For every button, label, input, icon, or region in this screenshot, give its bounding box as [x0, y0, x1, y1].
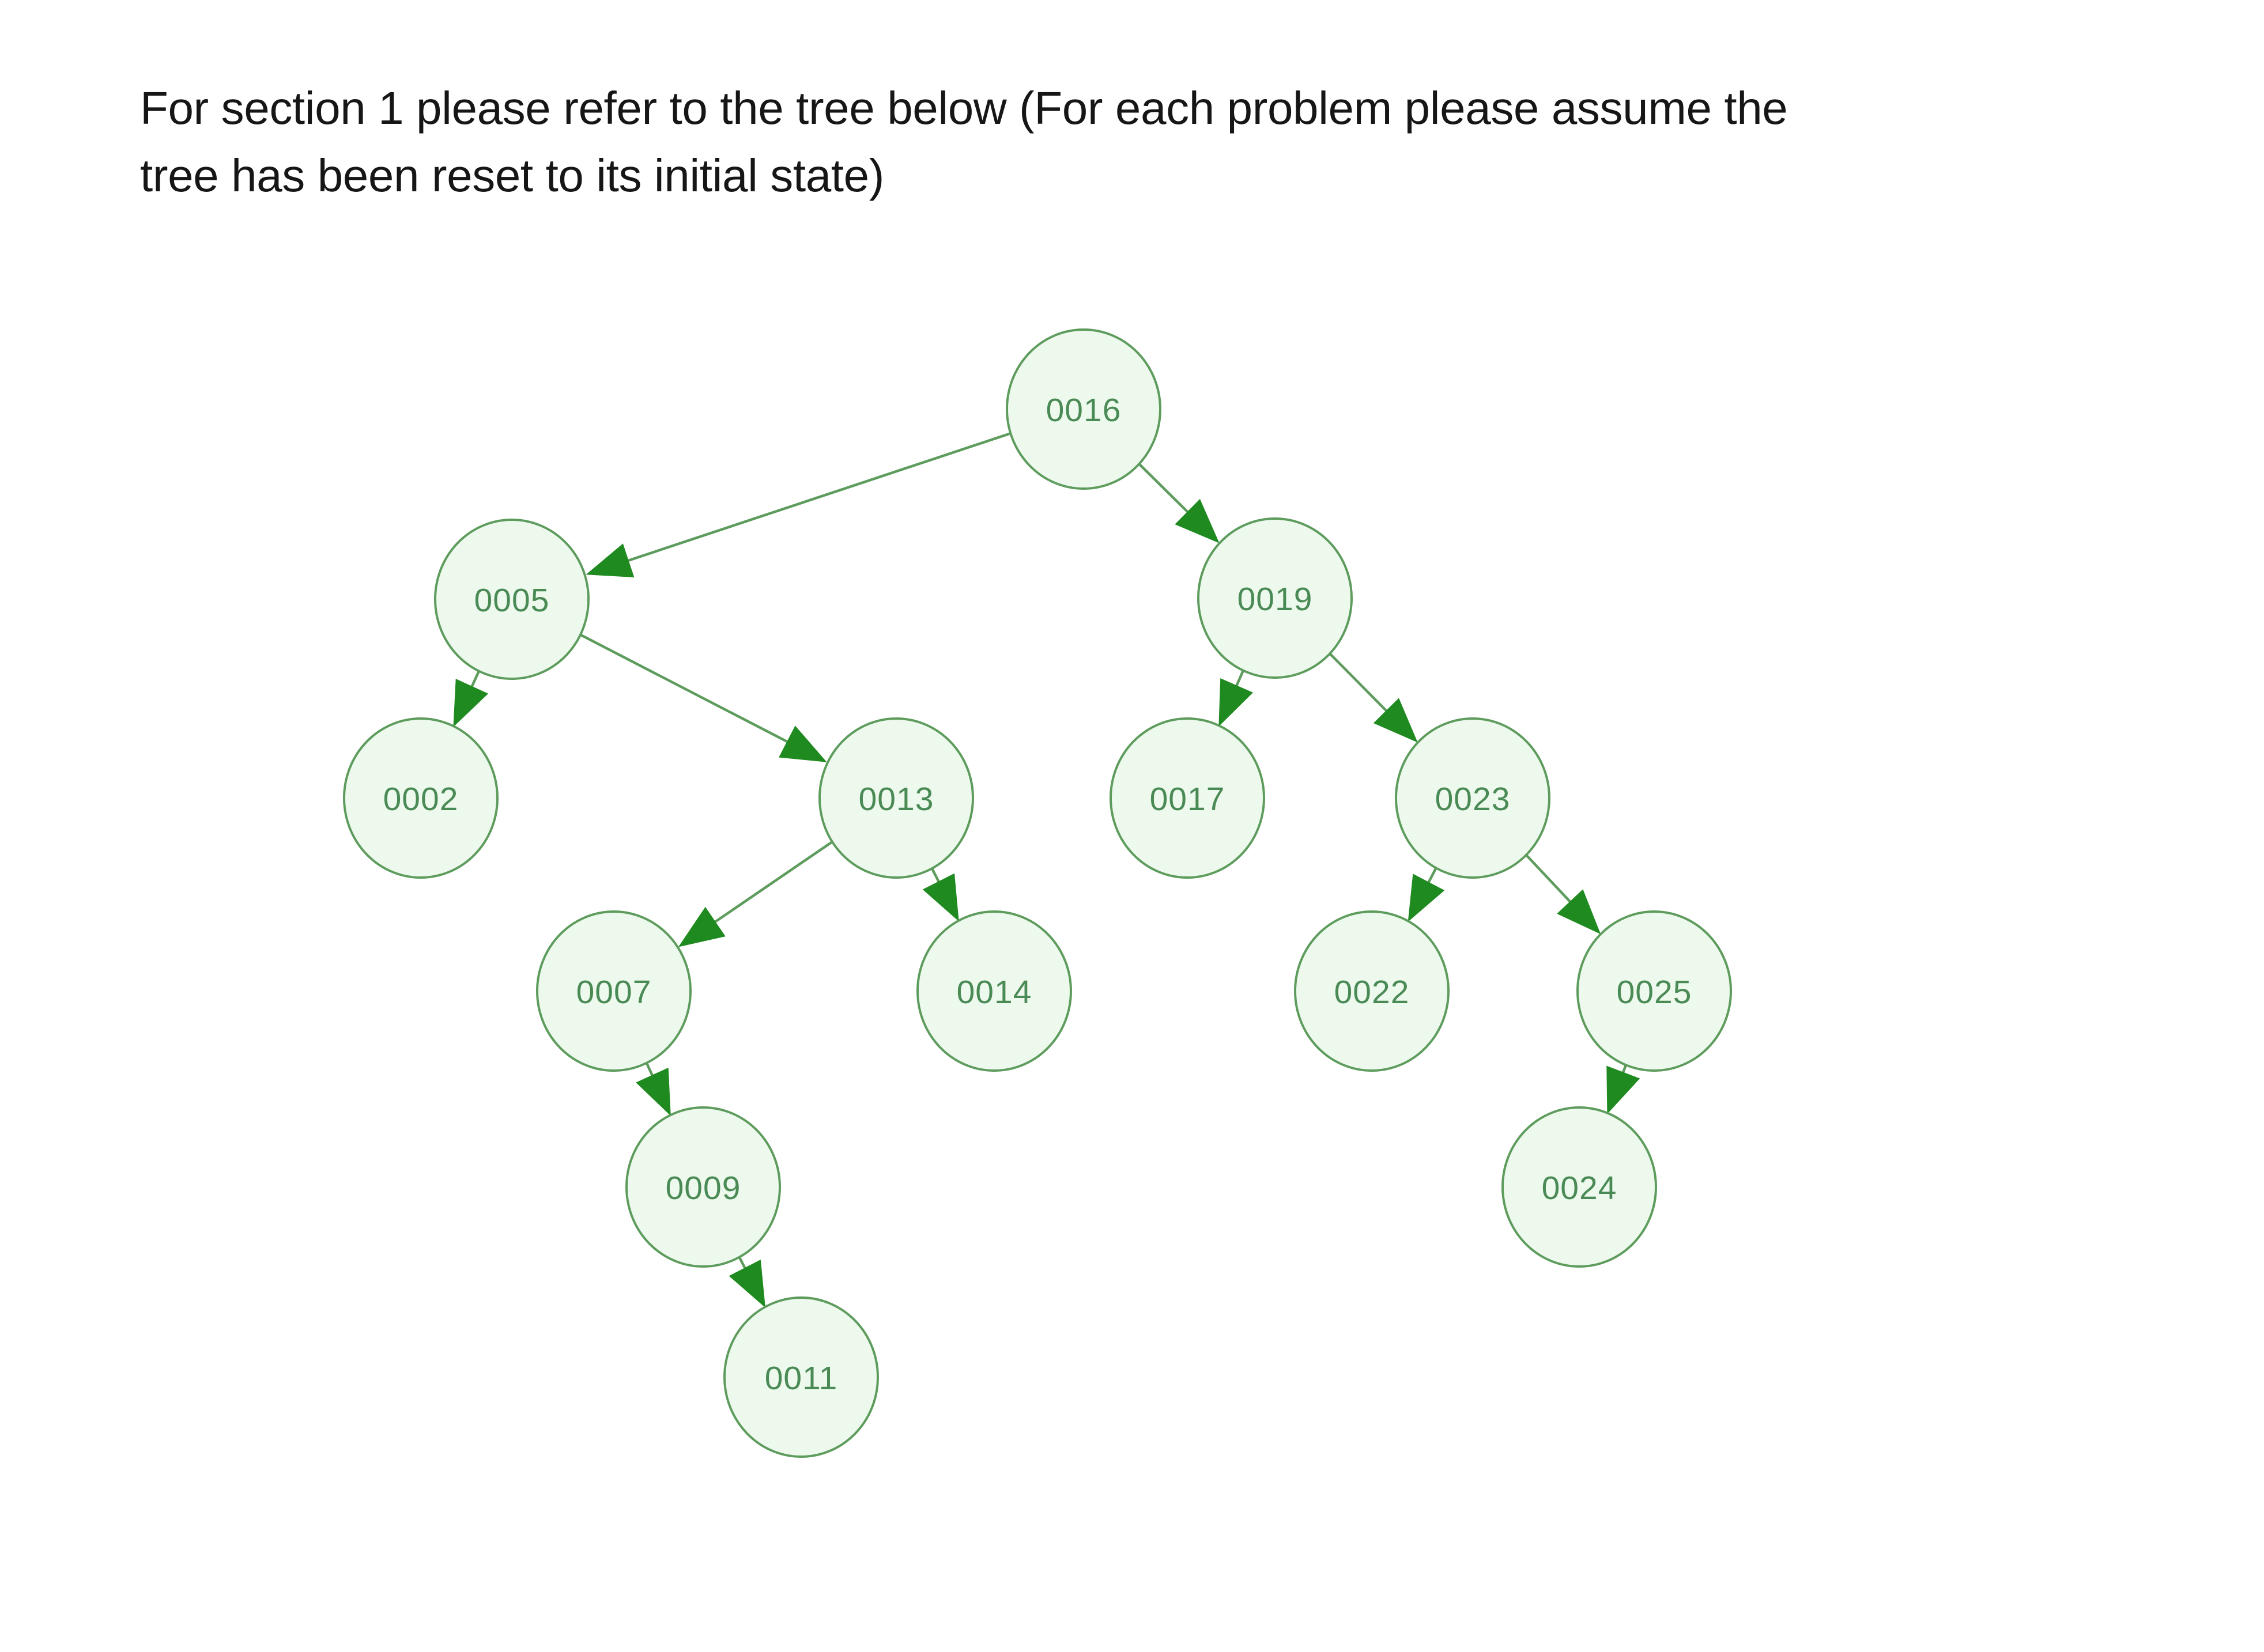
- node-label-0019: 0019: [1237, 581, 1313, 618]
- edge-arrowhead-n0005: [586, 543, 635, 578]
- tree-node-0014[interactable]: 0014: [916, 910, 1072, 1072]
- prompt-paragraph: For section 1 please refer to the tree b…: [140, 82, 1788, 201]
- edge-arrowhead-n0025: [1557, 889, 1601, 935]
- node-circle-0016: [1006, 328, 1161, 490]
- node-circle-0007: [536, 910, 692, 1072]
- edges-layer: [453, 432, 1640, 1308]
- tree-edge-n0005-to-n0013: [580, 634, 806, 753]
- edge-arrowhead-n0017: [1218, 678, 1254, 727]
- tree-node-0009[interactable]: 0009: [625, 1106, 781, 1268]
- node-circle-0019: [1197, 517, 1353, 679]
- node-circle-0009: [625, 1106, 781, 1268]
- node-label-0016: 0016: [1046, 392, 1122, 429]
- node-label-0014: 0014: [957, 974, 1032, 1011]
- node-label-0025: 0025: [1617, 974, 1692, 1011]
- edge-arrowhead-n0007: [678, 906, 726, 947]
- tree-graphic: 0016 0005 0019 0002 0013 0017 0023 0007 0014 0022…: [343, 328, 1732, 1458]
- tree-node-0024[interactable]: 0024: [1501, 1106, 1657, 1268]
- node-circle-0002: [343, 717, 499, 879]
- binary-tree-figure: 0016 0005 0019 0002 0013 0017 0023 0007 0014 0022…: [0, 248, 2264, 1562]
- node-circle-0024: [1501, 1106, 1657, 1268]
- node-circle-0022: [1294, 910, 1450, 1072]
- tree-node-0023[interactable]: 0023: [1395, 717, 1550, 879]
- tree-node-0016[interactable]: 0016: [1006, 328, 1161, 490]
- edge-arrowhead-n0009: [636, 1067, 671, 1116]
- nodes-layer: 0016 0005 0019 0002 0013 0017 0023 0007 0014 0022…: [343, 328, 1732, 1458]
- node-label-0023: 0023: [1435, 781, 1511, 818]
- edge-arrowhead-n0014: [922, 873, 959, 922]
- edge-arrowhead-n0011: [729, 1260, 765, 1308]
- tree-node-0017[interactable]: 0017: [1110, 717, 1265, 879]
- node-label-0007: 0007: [576, 974, 652, 1011]
- node-label-0009: 0009: [666, 1170, 741, 1207]
- node-label-0011: 0011: [765, 1360, 838, 1397]
- tree-node-0002[interactable]: 0002: [343, 717, 499, 879]
- tree-edge-n0013-to-n0007: [698, 841, 833, 935]
- edge-arrowhead-n0022: [1408, 874, 1445, 922]
- node-circle-0023: [1395, 717, 1550, 879]
- tree-node-0005[interactable]: 0005: [434, 519, 590, 680]
- node-label-0024: 0024: [1542, 1170, 1617, 1207]
- node-label-0017: 0017: [1150, 781, 1225, 818]
- edge-arrowhead-n0023: [1373, 698, 1418, 743]
- edge-arrowhead-n0013: [779, 725, 827, 762]
- node-label-0013: 0013: [859, 781, 934, 818]
- node-circle-0005: [434, 519, 590, 680]
- edge-arrowhead-n0002: [453, 678, 489, 727]
- tree-node-0013[interactable]: 0013: [818, 717, 974, 879]
- tree-node-0011[interactable]: 0011: [723, 1296, 879, 1458]
- tree-node-0007[interactable]: 0007: [536, 910, 692, 1072]
- node-label-0005: 0005: [474, 582, 550, 619]
- tree-node-0025[interactable]: 0025: [1576, 910, 1732, 1072]
- node-circle-0011: [723, 1296, 879, 1458]
- tree-edge-n0016-to-n0005: [609, 432, 1010, 568]
- node-circle-0013: [818, 717, 974, 879]
- node-circle-0014: [916, 910, 1072, 1072]
- edge-arrowhead-n0024: [1606, 1065, 1640, 1114]
- tree-node-0019[interactable]: 0019: [1197, 517, 1353, 679]
- node-circle-0025: [1576, 910, 1732, 1072]
- node-circle-0017: [1110, 717, 1265, 879]
- node-label-0022: 0022: [1334, 974, 1410, 1011]
- edge-arrowhead-n0019: [1175, 498, 1220, 543]
- tree-node-0022[interactable]: 0022: [1294, 910, 1450, 1072]
- node-label-0002: 0002: [383, 781, 459, 818]
